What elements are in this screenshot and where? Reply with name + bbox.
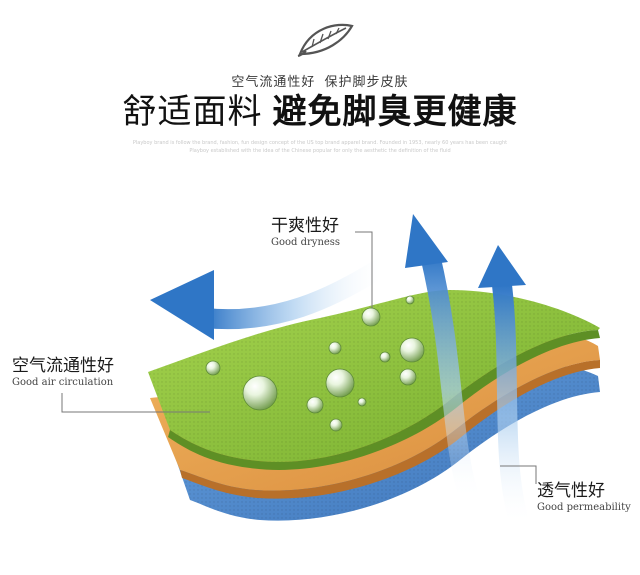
water-droplet <box>306 396 324 414</box>
callout-dryness: 干爽性好 Good dryness <box>271 216 340 249</box>
callout-dryness-cn: 干爽性好 <box>271 216 339 236</box>
fine-print-line-1: Playboy brand is follow the brand, fashi… <box>132 140 508 146</box>
callout-air-circulation: 空气流通性好 Good air circulation <box>12 356 114 389</box>
callout-line-dryness <box>355 231 373 308</box>
water-droplet <box>329 418 343 432</box>
water-droplet <box>399 337 425 363</box>
air-flow-arrow-left <box>150 256 391 340</box>
title-regular: 舒适面料 <box>122 92 263 132</box>
water-droplet <box>357 397 367 407</box>
callout-permeability: 透气性好 Good permeability <box>537 481 631 514</box>
water-droplet <box>328 341 342 355</box>
air-flow-arrow-right <box>478 245 530 528</box>
callout-permeability-en: Good permeability <box>537 502 631 513</box>
water-droplet <box>379 351 391 363</box>
callout-permeability-cn: 透气性好 <box>537 481 605 501</box>
fine-print: Playboy brand is follow the brand, fashi… <box>90 139 550 155</box>
water-droplet <box>361 307 381 327</box>
air-flow-arrow-middle <box>405 214 480 504</box>
callout-line-permeability <box>500 465 537 484</box>
water-droplet <box>242 375 278 411</box>
fine-print-line-2: Playboy established with the idea of the… <box>189 148 451 154</box>
water-droplets <box>205 295 425 432</box>
callout-line-air <box>61 393 210 413</box>
callout-dryness-en: Good dryness <box>271 237 341 248</box>
water-droplet <box>205 360 221 376</box>
leaf-icon <box>297 23 354 57</box>
water-droplet <box>325 368 355 398</box>
fabric-layers-illustration <box>61 214 600 528</box>
callout-air-en: Good air circulation <box>12 377 114 388</box>
green-fabric-layer <box>148 290 600 470</box>
water-droplet <box>405 295 415 305</box>
callout-air-cn: 空气流通性好 <box>12 356 114 376</box>
title-bold: 避免脚臭更健康 <box>272 92 518 132</box>
page-title: 舒适面料避免脚臭更健康 <box>0 90 640 134</box>
water-droplet <box>399 368 417 386</box>
page-subtitle: 空气流通性好 保护脚步皮肤 <box>231 75 409 90</box>
